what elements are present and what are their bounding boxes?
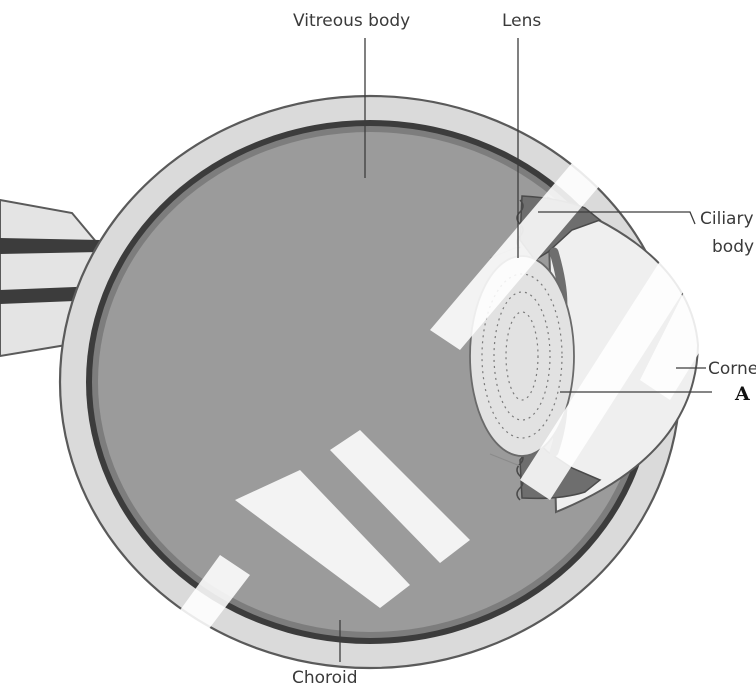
label-vitreous-body: Vitreous body	[293, 11, 410, 31]
label-ciliary-line2: body	[712, 237, 754, 257]
label-choroid: Choroid	[292, 668, 358, 688]
label-lens: Lens	[502, 11, 541, 31]
label-cornea: Cornea	[708, 359, 756, 379]
label-a: A	[734, 383, 750, 405]
label-ciliary-line1: Ciliary	[700, 209, 754, 229]
